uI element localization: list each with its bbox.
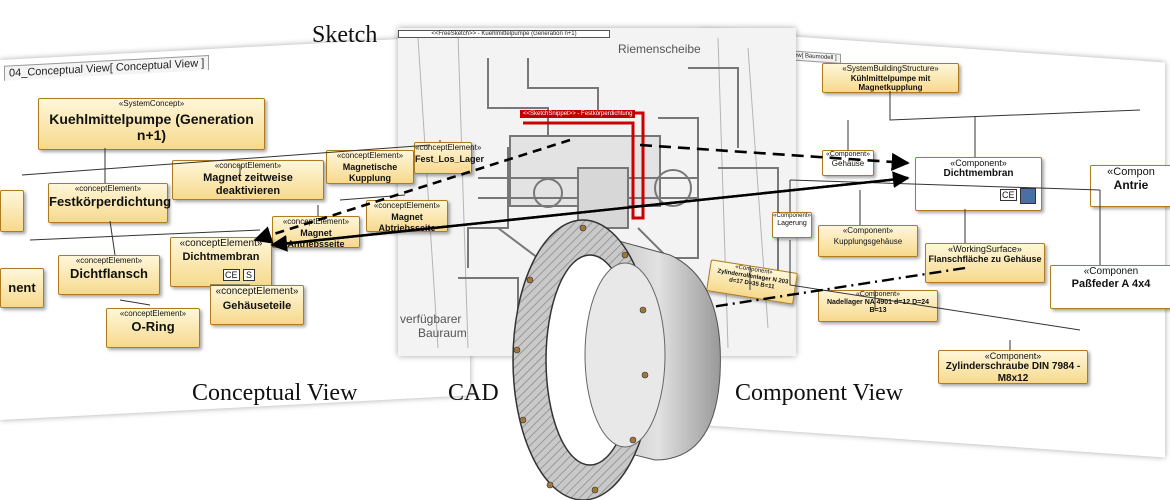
node-zylinderschraube[interactable]: «Component» Zylinderschraube DIN 7984 - … — [938, 350, 1088, 384]
node-gehaeuse[interactable]: «Component» Gehäuse — [822, 150, 874, 176]
node-magnetische-kupplung[interactable]: «conceptElement» Magnetische Kupplung — [326, 150, 414, 184]
node-dichtmembran-component[interactable]: «Component» Dichtmembran CE — [915, 157, 1042, 211]
node-kupplungsgehaeuse[interactable]: «Component» Kupplungsgehäuse — [818, 225, 918, 257]
node-flanschflaeche[interactable]: «WorkingSurface» Flanschfläche zu Gehäus… — [925, 243, 1045, 283]
sketch-caption: Sketch — [312, 22, 378, 48]
sketch-label-bottom1: verfügbarer — [400, 312, 462, 326]
node-antrie-partial[interactable]: «Compon Antrie — [1090, 165, 1170, 207]
sketch-header: <<FreeSketch>> - Kuehlmittelpumpe (Gener… — [398, 30, 610, 38]
node-o-ring[interactable]: «conceptElement» O-Ring — [106, 308, 200, 348]
ce-mark-component-icon: CE — [1000, 189, 1017, 202]
node-fest-los-lager[interactable]: «conceptElement» Fest_Los_Lager — [414, 142, 484, 174]
sketch-snippet-label[interactable]: <<SketchSnippet>> - Festkörperdichtung — [520, 110, 636, 118]
cad-thumbnail-icon — [1020, 188, 1036, 204]
node-dichtflansch[interactable]: «conceptElement» Dichtflansch — [58, 255, 160, 295]
node-dichtmembran-concept[interactable]: «conceptElement» Dichtmembran CE S — [170, 237, 272, 287]
node-magnet-abtriebsseite[interactable]: «conceptElement» Magnet Abtriebsseite — [366, 200, 448, 233]
sketch-label-bottom2: Bauraum — [418, 326, 467, 340]
node-kuehlmittelpumpe-magnetkupplung[interactable]: «SystemBuildingStructure» Kühlmittelpump… — [822, 63, 959, 93]
sketch-label-top: Riemenscheibe — [618, 42, 701, 56]
node-gehaeuseteile[interactable]: «conceptElement» Gehäuseteile — [210, 285, 304, 325]
ce-mark-icon: CE — [223, 269, 240, 282]
node-lagerung[interactable]: «Component» Lagerung — [772, 212, 812, 238]
node-kuehlmittelpumpe[interactable]: «SystemConcept» Kuehlmittelpumpe (Genera… — [38, 98, 265, 150]
node-nent-partial[interactable]: nent — [0, 268, 44, 308]
s-mark-icon: S — [243, 269, 256, 282]
node-festkoerperdichtung[interactable]: «conceptElement» Festkörperdichtung — [48, 183, 171, 223]
node-passfeder-partial[interactable]: «Componen Paßfeder A 4x4 — [1050, 265, 1170, 309]
node-magnet-zeitweise[interactable]: «conceptElement» Magnet zeitweise deakti… — [172, 160, 324, 200]
cad-model[interactable] — [495, 200, 755, 500]
node-nadellager[interactable]: «Component» Nadellager NA 4901 d=12 D=24… — [818, 290, 938, 322]
cad-caption: CAD — [448, 380, 499, 406]
node-magnet-antriebsseite[interactable]: «conceptElement» Magnet Antriebsseite — [272, 216, 360, 249]
conceptual-view-caption: Conceptual View — [192, 380, 358, 406]
conceptual-view-tab[interactable]: 04_Conceptual View[ Conceptual View ] — [4, 55, 210, 81]
component-view-caption: Component View — [735, 380, 904, 406]
node-partial-left[interactable] — [0, 190, 24, 232]
